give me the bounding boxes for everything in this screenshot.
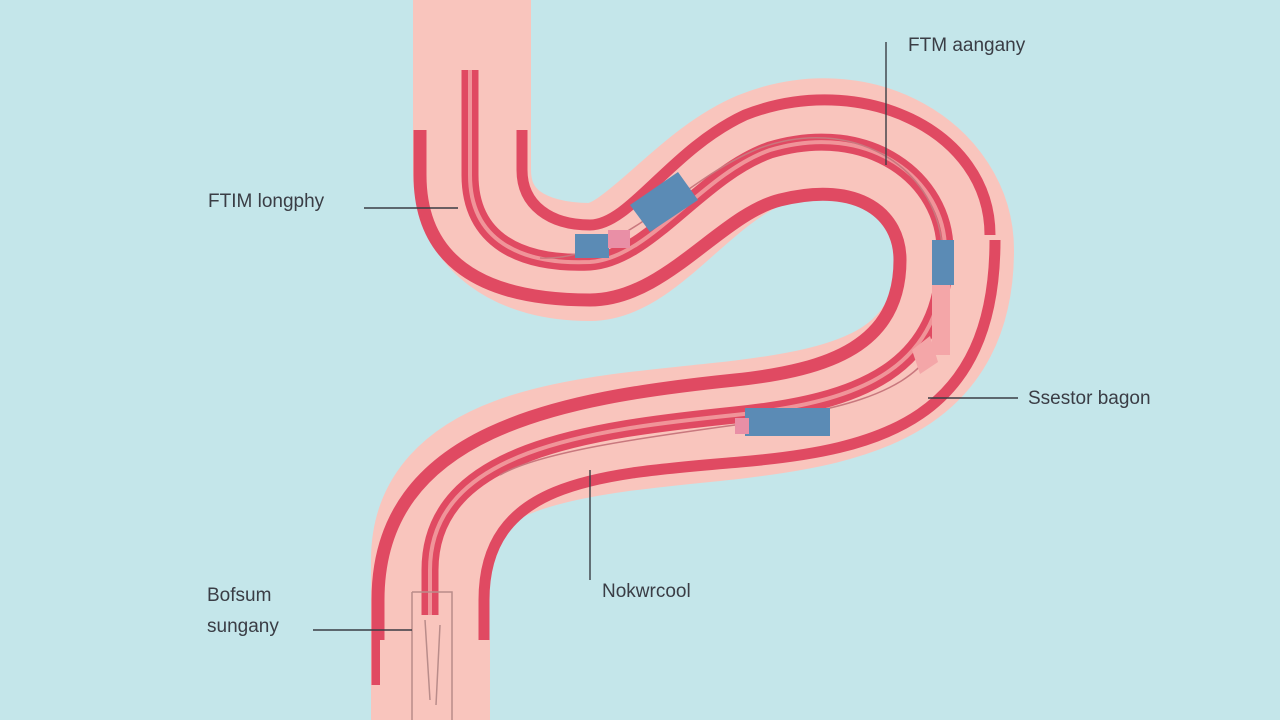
label-bottom-center-text: Nokwrcool xyxy=(602,581,691,602)
catheter xyxy=(411,591,453,720)
label-bottom-left-line1: Bofsum xyxy=(207,585,272,606)
label-right-text: Ssestor bagon xyxy=(1028,388,1151,409)
stent-right xyxy=(912,240,954,374)
vessel-inner-wall xyxy=(516,94,996,236)
stent-lower xyxy=(735,408,830,436)
vessel-outer-wall xyxy=(371,130,907,685)
label-left-text: FTIM longphy xyxy=(208,191,325,212)
vessel-lumen-highlight xyxy=(428,70,948,615)
label-bottom-center: Nokwrcool xyxy=(602,576,691,607)
label-top-right-text: FTM aangany xyxy=(908,35,1026,56)
guide-wire-lower xyxy=(499,354,931,476)
label-bottom-left: Bofsum sungany xyxy=(207,580,279,642)
label-top-right: FTM aangany xyxy=(908,30,1025,61)
label-bottom-left-line2: sungany xyxy=(207,616,279,637)
stent-upper xyxy=(575,172,698,258)
label-right: Ssestor bagon xyxy=(1028,383,1151,414)
vessel-exit xyxy=(380,640,490,720)
label-left: FTIM longphy xyxy=(208,186,324,217)
vessel-right-wall xyxy=(478,239,1001,685)
